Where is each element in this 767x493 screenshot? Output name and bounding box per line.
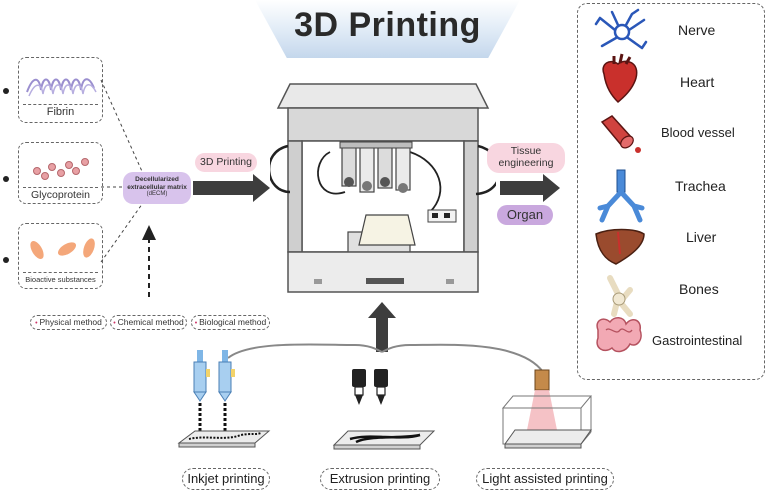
gastrointestinal-icon xyxy=(596,317,642,353)
extrusion-printer-icon xyxy=(332,369,436,450)
bullet xyxy=(3,176,9,182)
bones-icon xyxy=(607,275,633,317)
bioactive-icon xyxy=(30,238,95,260)
bullet xyxy=(3,257,9,263)
printing-tag: 3D Printing xyxy=(195,153,257,172)
inkjet-printer-icon xyxy=(177,350,271,448)
tissue-engineering-tag: Tissue engineering xyxy=(487,143,565,173)
fibrin-box: Fibrin xyxy=(18,57,103,123)
decm-line3: (dECM) xyxy=(146,191,168,197)
page-title: 3D Printing xyxy=(294,6,481,44)
nerve-icon xyxy=(594,8,648,50)
tissue-engineering-label: Tissue engineering xyxy=(498,145,554,169)
organ-label-nerve: Nerve xyxy=(678,22,716,38)
decm-line1: Decellularized xyxy=(135,176,179,183)
decm-pill: Decellularized extracellular matrix (dEC… xyxy=(123,172,191,204)
fibrin-label: Fibrin xyxy=(46,106,75,118)
glycoprotein-label: Glycoprotein xyxy=(31,189,90,201)
technique-inkjet: Inkjet printing xyxy=(182,468,270,490)
light-printer-icon xyxy=(501,369,593,449)
method-biological-label: Biological method xyxy=(199,317,267,327)
glycoprotein-icon xyxy=(33,158,89,180)
method-physical-label: Physical method xyxy=(39,317,102,327)
title-banner xyxy=(255,0,520,58)
method-biological: • Biological method xyxy=(191,315,270,330)
organ-label-trachea: Trachea xyxy=(675,178,726,194)
technique-extrusion: Extrusion printing xyxy=(320,468,440,490)
technique-light: Light assisted printing xyxy=(476,468,614,490)
organ-label-blood-vessel: Blood vessel xyxy=(661,125,735,140)
method-physical: • Physical method xyxy=(30,315,107,330)
heart-icon xyxy=(602,53,638,104)
organ-label-gastrointestinal: Gastrointestinal xyxy=(652,333,743,348)
organ-label-liver: Liver xyxy=(686,229,717,245)
method-chemical-label: Chemical method xyxy=(117,317,184,327)
blood-vessel-icon xyxy=(600,115,641,153)
organ-label-bones: Bones xyxy=(679,281,719,297)
bullet xyxy=(3,88,9,94)
decm-line2: extracellular matrix xyxy=(127,183,187,191)
bioprinter-icon xyxy=(270,83,496,293)
liver-icon xyxy=(595,228,645,265)
trachea-icon xyxy=(597,169,645,223)
bioactive-label: Bioactive substances xyxy=(25,275,96,284)
bioactive-box: Bioactive substances xyxy=(18,223,103,289)
organ-label-heart: Heart xyxy=(680,74,715,90)
method-chemical: • Chemical method xyxy=(110,315,187,330)
fibrin-icon xyxy=(26,78,97,97)
glycoprotein-box: Glycoprotein xyxy=(18,142,103,204)
organ-icons xyxy=(594,8,648,353)
organ-tag: Organ xyxy=(497,205,553,225)
